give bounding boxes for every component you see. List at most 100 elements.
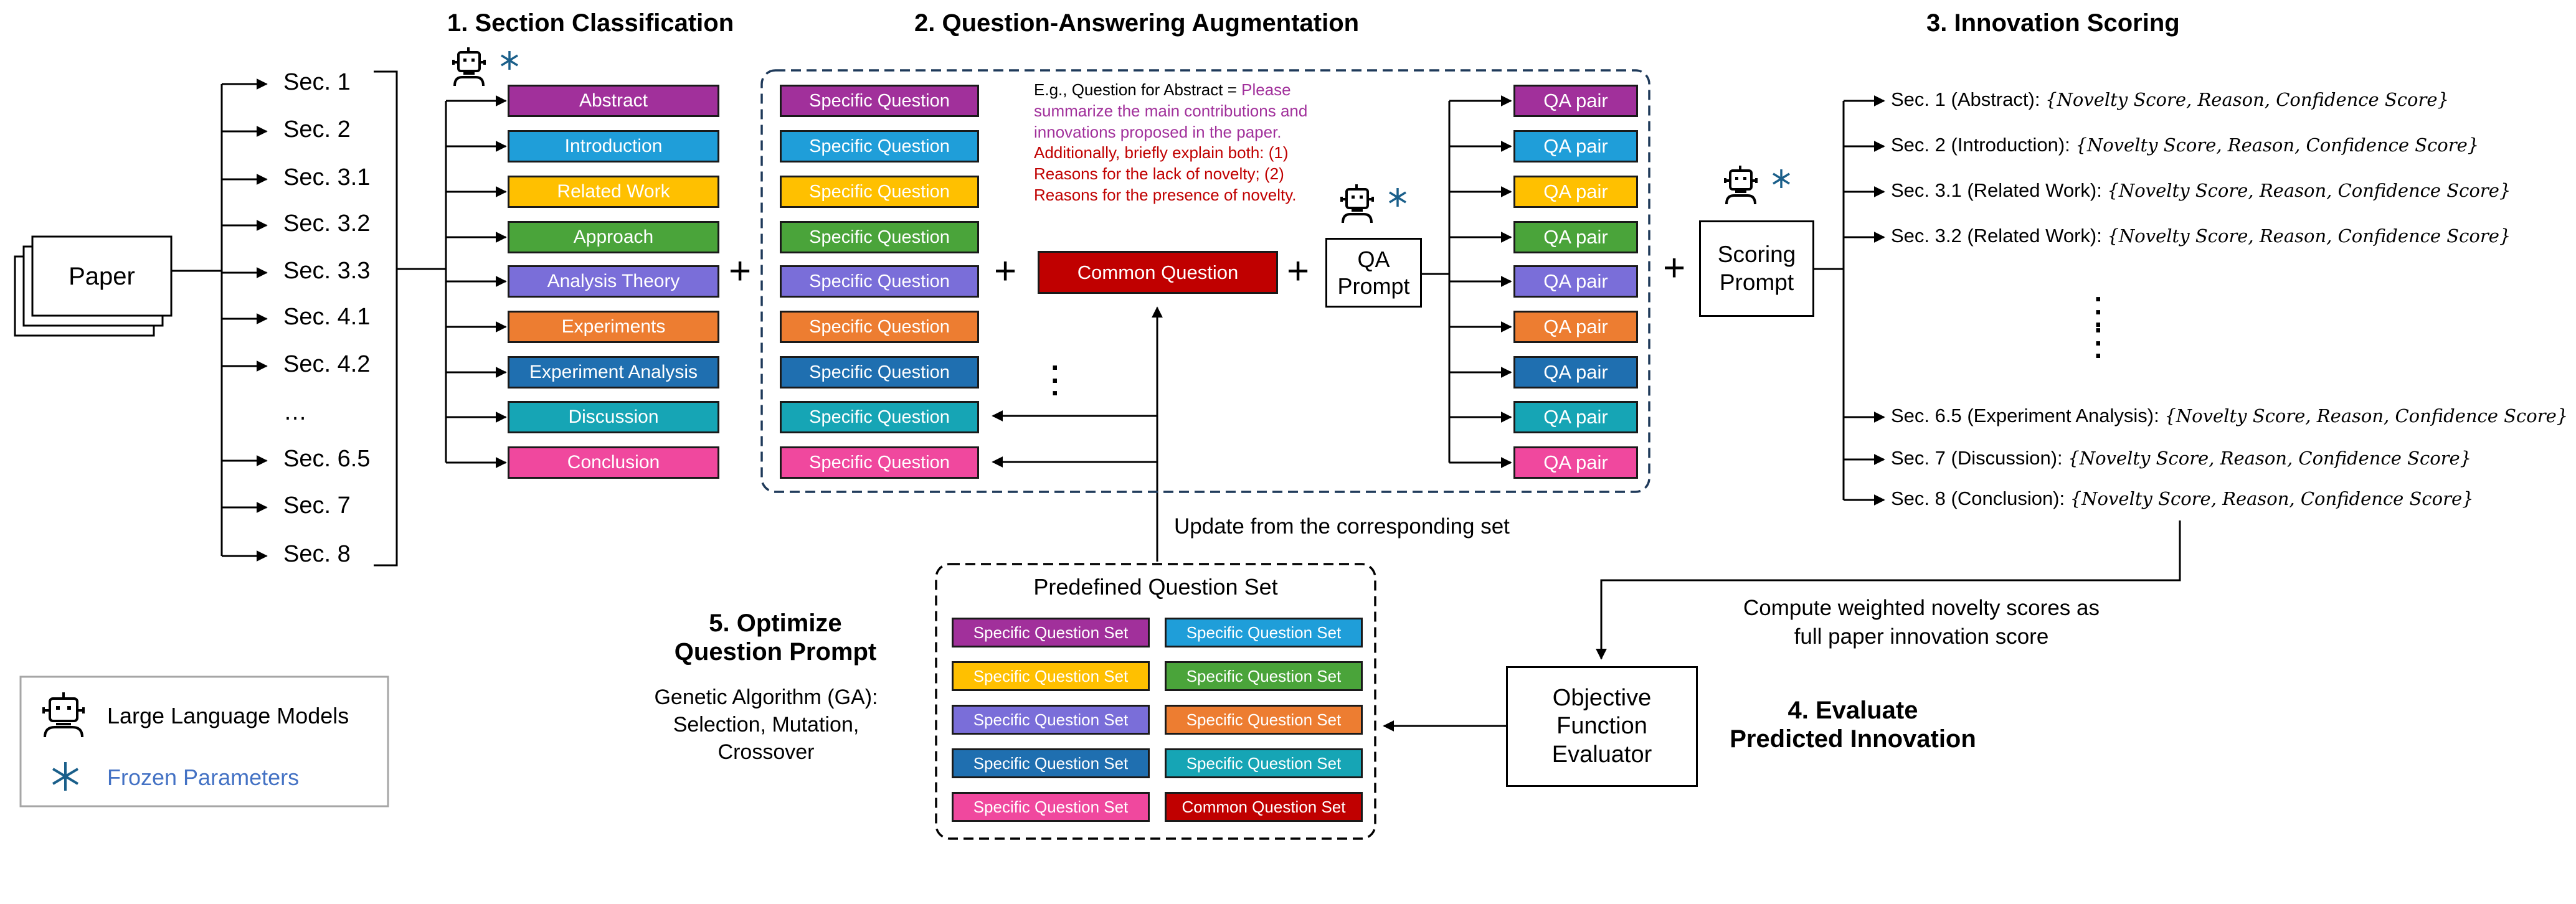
- ga-line1: Genetic Algorithm (GA):: [654, 685, 878, 709]
- section-label: Sec. 7: [283, 492, 351, 519]
- qa-prompt-line1: QA: [1357, 246, 1390, 272]
- specific-question-set-box: Specific Question Set: [952, 661, 1150, 691]
- score-line: Sec. 1 (Abstract): {Novelty Score, Reaso…: [1891, 88, 2449, 111]
- category-box: Experiment Analysis: [508, 356, 719, 388]
- ga-line2: Selection, Mutation,: [673, 713, 859, 737]
- qa-pair-box: QA pair: [1513, 176, 1638, 208]
- ellipsis-dots: ···: [1051, 351, 1061, 410]
- evaluator-line2: Function: [1556, 713, 1647, 740]
- update-text: Update from the corresponding set: [1174, 514, 1510, 539]
- llm-robot-icon: [452, 47, 518, 87]
- category-box: Analysis Theory: [508, 265, 719, 298]
- specific-question-box: Specific Question: [780, 176, 979, 208]
- step4-heading: 4. Evaluate Predicted Innovation: [1716, 696, 1990, 753]
- score-line: Sec. 3.1 (Related Work): {Novelty Score,…: [1891, 179, 2511, 202]
- ga-line3: Crossover: [717, 740, 815, 765]
- qa-pair-box: QA pair: [1513, 85, 1638, 117]
- step5-heading: 5. Optimize Question Prompt: [673, 609, 878, 666]
- predefined-set-title: Predefined Question Set: [1033, 574, 1278, 600]
- specific-question-box: Specific Question: [780, 221, 979, 253]
- score-format: {Novelty Score, Reason, Confidence Score…: [2045, 89, 2449, 110]
- legend-robot-icon: [42, 692, 85, 738]
- score-section-label: Sec. 1 (Abstract):: [1891, 88, 2046, 110]
- ga-text: Genetic Algorithm (GA): Selection, Mutat…: [642, 684, 891, 766]
- score-section-label: Sec. 3.1 (Related Work):: [1891, 179, 2108, 201]
- category-box: Approach: [508, 221, 719, 253]
- score-line: Sec. 7 (Discussion): {Novelty Score, Rea…: [1891, 447, 2471, 469]
- category-box: Introduction: [508, 130, 719, 162]
- specific-question-box: Specific Question: [780, 401, 979, 433]
- qa-pair-box: QA pair: [1513, 356, 1638, 388]
- example-red-text: Additionally, briefly explain both: (1) …: [1034, 143, 1297, 204]
- step5-heading-line1: 5. Optimize: [709, 610, 842, 637]
- category-box: Experiments: [508, 311, 719, 343]
- ellipsis-dots: ···: [2094, 314, 2104, 372]
- specific-question-set-box: Specific Question Set: [952, 618, 1150, 647]
- section-label: Sec. 3.3: [283, 258, 371, 284]
- score-line: Sec. 2 (Introduction): {Novelty Score, R…: [1891, 134, 2479, 156]
- section-label: Sec. 4.2: [283, 351, 371, 377]
- step1-heading: 1. Section Classification: [447, 9, 734, 37]
- compute-line1: Compute weighted novelty scores as: [1743, 596, 2100, 620]
- score-format: {Novelty Score, Reason, Confidence Score…: [2070, 488, 2474, 509]
- plus-sign: +: [994, 250, 1017, 293]
- category-box: Abstract: [508, 85, 719, 117]
- example-question: E.g., Question for Abstract = Please sum…: [1034, 80, 1339, 206]
- paper-front-sheet: [31, 235, 173, 317]
- example-purple-text: Please summarize the main contributions …: [1034, 80, 1308, 141]
- qa-pair-box: QA pair: [1513, 130, 1638, 162]
- score-format: {Novelty Score, Reason, Confidence Score…: [2107, 180, 2511, 201]
- section-label: Sec. 2: [283, 116, 351, 143]
- score-line: Sec. 3.2 (Related Work): {Novelty Score,…: [1891, 225, 2511, 247]
- objective-function-evaluator: Objective Function Evaluator: [1506, 666, 1698, 787]
- compute-line2: full paper innovation score: [1794, 624, 2049, 649]
- specific-question-set-box: Specific Question Set: [952, 792, 1150, 822]
- legend-box: [19, 676, 389, 807]
- legend-llm-label: Large Language Models: [107, 703, 349, 728]
- specific-question-box: Specific Question: [780, 446, 979, 479]
- specific-question-box: Specific Question: [780, 265, 979, 298]
- score-section-label: Sec. 2 (Introduction):: [1891, 134, 2076, 156]
- step5-heading-line2: Question Prompt: [674, 638, 877, 666]
- step3-heading: 3. Innovation Scoring: [1926, 9, 2180, 37]
- specific-question-box: Specific Question: [780, 130, 979, 162]
- step4-heading-line1: 4. Evaluate: [1788, 697, 1918, 724]
- specific-question-box: Specific Question: [780, 356, 979, 388]
- qa-prompt-line2: Prompt: [1337, 273, 1410, 299]
- specific-question-box: Specific Question: [780, 311, 979, 343]
- specific-question-box: Specific Question: [780, 85, 979, 117]
- qa-augmentation-container: [760, 69, 1650, 493]
- qa-pair-box: QA pair: [1513, 221, 1638, 253]
- score-section-label: Sec. 6.5 (Experiment Analysis):: [1891, 405, 2165, 426]
- qa-prompt-box: QA Prompt: [1325, 238, 1422, 308]
- plus-sign: +: [1287, 250, 1310, 293]
- specific-question-set-box: Specific Question Set: [1165, 748, 1363, 778]
- category-box: Discussion: [508, 401, 719, 433]
- section-label: Sec. 1: [283, 69, 351, 95]
- plus-sign: +: [1663, 247, 1686, 290]
- plus-sign: +: [729, 250, 752, 293]
- category-box: Related Work: [508, 176, 719, 208]
- section-label: Sec. 3.2: [283, 210, 371, 237]
- section-label: …: [283, 399, 307, 425]
- evaluator-line1: Objective: [1552, 684, 1652, 711]
- section-label: Sec. 4.1: [283, 304, 371, 330]
- specific-question-set-box: Specific Question Set: [952, 705, 1150, 735]
- paper-label: Paper: [69, 262, 135, 290]
- qa-pair-box: QA pair: [1513, 265, 1638, 298]
- step4-heading-line2: Predicted Innovation: [1730, 725, 1976, 753]
- scoring-prompt-line1: Scoring: [1717, 242, 1796, 268]
- specific-question-set-box: Specific Question Set: [952, 748, 1150, 778]
- specific-question-set-box: Specific Question Set: [1165, 661, 1363, 691]
- llm-robot-icon: [1724, 166, 1790, 205]
- qa-pair-box: QA pair: [1513, 401, 1638, 433]
- compute-text: Compute weighted novelty scores as full …: [1707, 594, 2136, 651]
- score-section-label: Sec. 3.2 (Related Work):: [1891, 225, 2108, 247]
- common-question-box: Common Question: [1038, 251, 1278, 294]
- category-box: Conclusion: [508, 446, 719, 479]
- score-line: Sec. 6.5 (Experiment Analysis): {Novelty…: [1891, 405, 2568, 427]
- section-label: Sec. 3.1: [283, 164, 371, 191]
- llm-robot-icon: [1340, 184, 1406, 224]
